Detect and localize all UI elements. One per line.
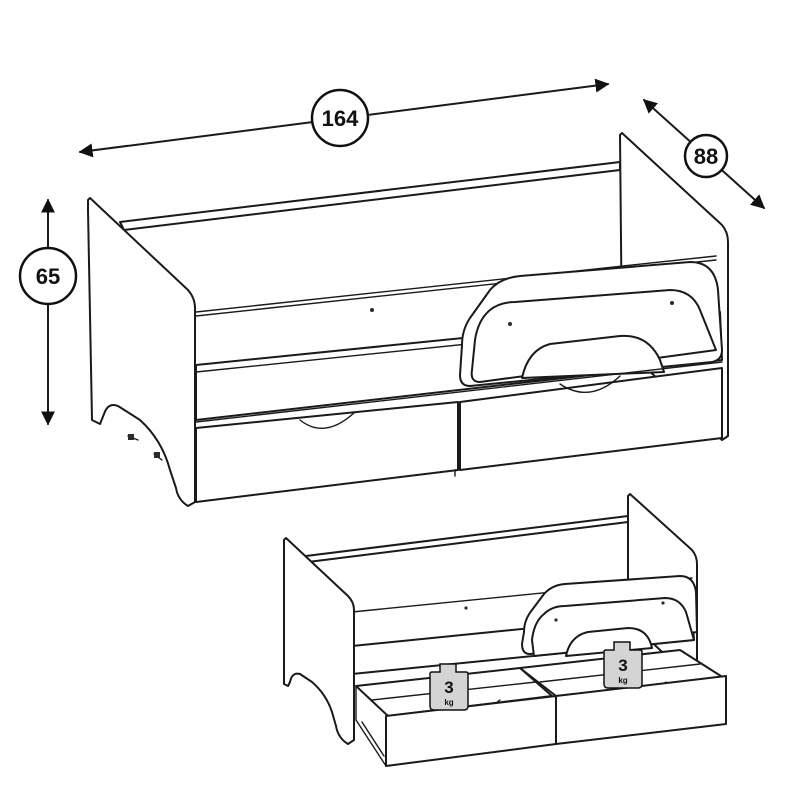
guard-cutout [521,334,665,379]
weight-icon [603,641,643,689]
right-drawer-handle [559,375,621,393]
length-badge: 164 [310,88,370,148]
depth-label: 88 [694,144,718,169]
left-weight-value: 3 [444,678,453,697]
depth-badge: 88 [683,133,729,179]
weight-icon [429,663,469,711]
left-headboard-panel [87,197,196,507]
height-badge: 65 [18,246,78,306]
height-label: 65 [36,264,60,289]
back-rail [119,161,621,231]
length-label: 164 [322,106,359,131]
bed-top-view: 164 88 65 [18,78,766,507]
right-drawer-weight-badge: 3 kg [603,641,643,689]
right-drawer-front [459,367,723,471]
left-drawer-handle [299,411,356,429]
bed-drawers-open-view: 3 kg 3 kg [283,493,727,767]
right-weight-unit: kg [618,676,627,685]
left-weight-unit: kg [444,698,453,707]
left-drawer-weight-badge: 3 kg [429,663,469,711]
right-weight-value: 3 [618,656,627,675]
